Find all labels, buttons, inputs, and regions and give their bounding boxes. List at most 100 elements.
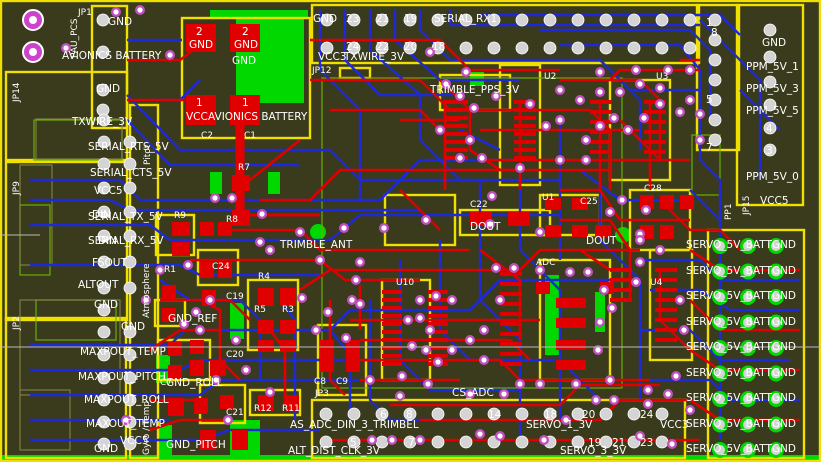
label-r5: R5 bbox=[254, 305, 266, 315]
via bbox=[297, 293, 307, 303]
label-18: 18 bbox=[432, 41, 446, 53]
servo-pad bbox=[712, 289, 728, 305]
label-jp12-txwire: TXWIRE_3V bbox=[344, 51, 405, 63]
via bbox=[595, 121, 605, 131]
label-r-3: 3 bbox=[766, 145, 773, 157]
via bbox=[323, 307, 333, 317]
label-c2: C2 bbox=[201, 131, 214, 141]
via bbox=[365, 375, 375, 385]
servo-row-label: SERVO_5V_BATTGND bbox=[686, 417, 796, 430]
label-r-8: 8 bbox=[711, 27, 718, 39]
via bbox=[403, 315, 413, 325]
servo-pad bbox=[768, 391, 784, 407]
label-ppm-5: PPM_5V_5 bbox=[746, 105, 799, 117]
via bbox=[495, 295, 505, 305]
via bbox=[487, 191, 497, 201]
via bbox=[479, 325, 489, 335]
label-u1: U1 bbox=[542, 193, 555, 203]
via bbox=[231, 335, 241, 345]
label-23: 23 bbox=[346, 13, 360, 25]
adc-pins bbox=[500, 272, 522, 366]
label-r12: R12 bbox=[254, 404, 272, 414]
via bbox=[565, 267, 575, 277]
via bbox=[491, 91, 501, 101]
label-24: 24 bbox=[346, 41, 360, 53]
label-altout: ALTOUT bbox=[78, 279, 119, 291]
label-r1: R1 bbox=[164, 265, 176, 275]
label-b-19: 19 bbox=[588, 437, 602, 449]
via bbox=[295, 227, 305, 237]
via bbox=[685, 65, 695, 75]
label-c9: C9 bbox=[336, 377, 349, 387]
label-b-7: 7 bbox=[408, 437, 415, 449]
via bbox=[635, 257, 645, 267]
servo-pad bbox=[740, 340, 756, 356]
label-r11: R11 bbox=[282, 404, 300, 414]
label-u10: U10 bbox=[396, 278, 415, 288]
label-gnd-d: GND bbox=[94, 443, 119, 455]
via bbox=[675, 295, 685, 305]
via bbox=[425, 47, 435, 57]
servo-row-label: SERVO_5V_BATTGND bbox=[686, 392, 796, 404]
label-u2: U2 bbox=[544, 72, 557, 82]
via bbox=[165, 50, 175, 60]
label-trimble-pps: TRIMBLE_PPS_3V bbox=[430, 84, 520, 96]
via bbox=[195, 325, 205, 335]
via bbox=[433, 357, 443, 367]
servo-pad bbox=[768, 340, 784, 356]
via bbox=[581, 155, 591, 165]
via bbox=[663, 389, 673, 399]
label-r-1: 1 bbox=[706, 17, 713, 29]
label-22: 22 bbox=[376, 41, 390, 53]
via bbox=[581, 135, 591, 145]
via bbox=[535, 227, 545, 237]
via bbox=[675, 107, 685, 117]
label-gnd-pitch: GND_PITCH bbox=[166, 439, 226, 451]
label-r-7: 7 bbox=[706, 142, 713, 154]
label-pp1: PP1 bbox=[724, 203, 734, 220]
label-din-b: DIN bbox=[98, 235, 118, 247]
via bbox=[509, 263, 519, 273]
label-b-20: 20 bbox=[582, 409, 596, 421]
servo-pad bbox=[740, 442, 756, 458]
label-pad-1b: 1 bbox=[242, 97, 249, 109]
servo-pad bbox=[712, 416, 728, 433]
label-r-5: 5 bbox=[706, 94, 713, 106]
via bbox=[655, 99, 665, 109]
label-jp12: JP12 bbox=[312, 66, 332, 76]
via bbox=[141, 295, 151, 305]
servo-pad bbox=[712, 442, 728, 458]
via bbox=[191, 307, 201, 317]
label-maxpout-pitch: MAXPOUT_PITCH bbox=[78, 371, 166, 383]
via bbox=[631, 277, 641, 287]
via bbox=[615, 87, 625, 97]
u4-pins bbox=[610, 268, 677, 342]
label-as-adc: AS_ADC_DIN_3_TRIMBEL bbox=[290, 419, 419, 431]
via bbox=[695, 109, 705, 119]
via bbox=[623, 125, 633, 135]
label-20: 20 bbox=[404, 41, 418, 53]
vias bbox=[61, 5, 705, 449]
via bbox=[667, 439, 677, 449]
label-avionics-battery-2: AVIONICS BATTERY bbox=[208, 111, 308, 123]
label-servo-3-3v: SERVO_3_3V bbox=[560, 445, 627, 457]
label-jp1-gnd: GND bbox=[108, 16, 133, 28]
label-vcc3-bottom: VCC3 bbox=[660, 419, 689, 431]
via bbox=[695, 135, 705, 145]
via bbox=[211, 375, 221, 385]
label-c24: C24 bbox=[212, 262, 230, 272]
label-ppm-1: PPM_5V_1 bbox=[746, 61, 799, 73]
label-gnd-ref: GND_REF bbox=[168, 313, 218, 325]
via bbox=[535, 379, 545, 389]
servo-pad bbox=[712, 314, 728, 331]
label-vcc5-a: VCC5 bbox=[94, 185, 123, 197]
via bbox=[387, 435, 397, 445]
label-dout: DOUT bbox=[470, 221, 501, 233]
servo-pad bbox=[768, 442, 784, 458]
label-serial-tx: SERIAL_TX_5V bbox=[88, 211, 163, 223]
label-maxpout-temp: MAXPOUT_TEMP bbox=[80, 346, 166, 358]
via bbox=[595, 317, 605, 327]
